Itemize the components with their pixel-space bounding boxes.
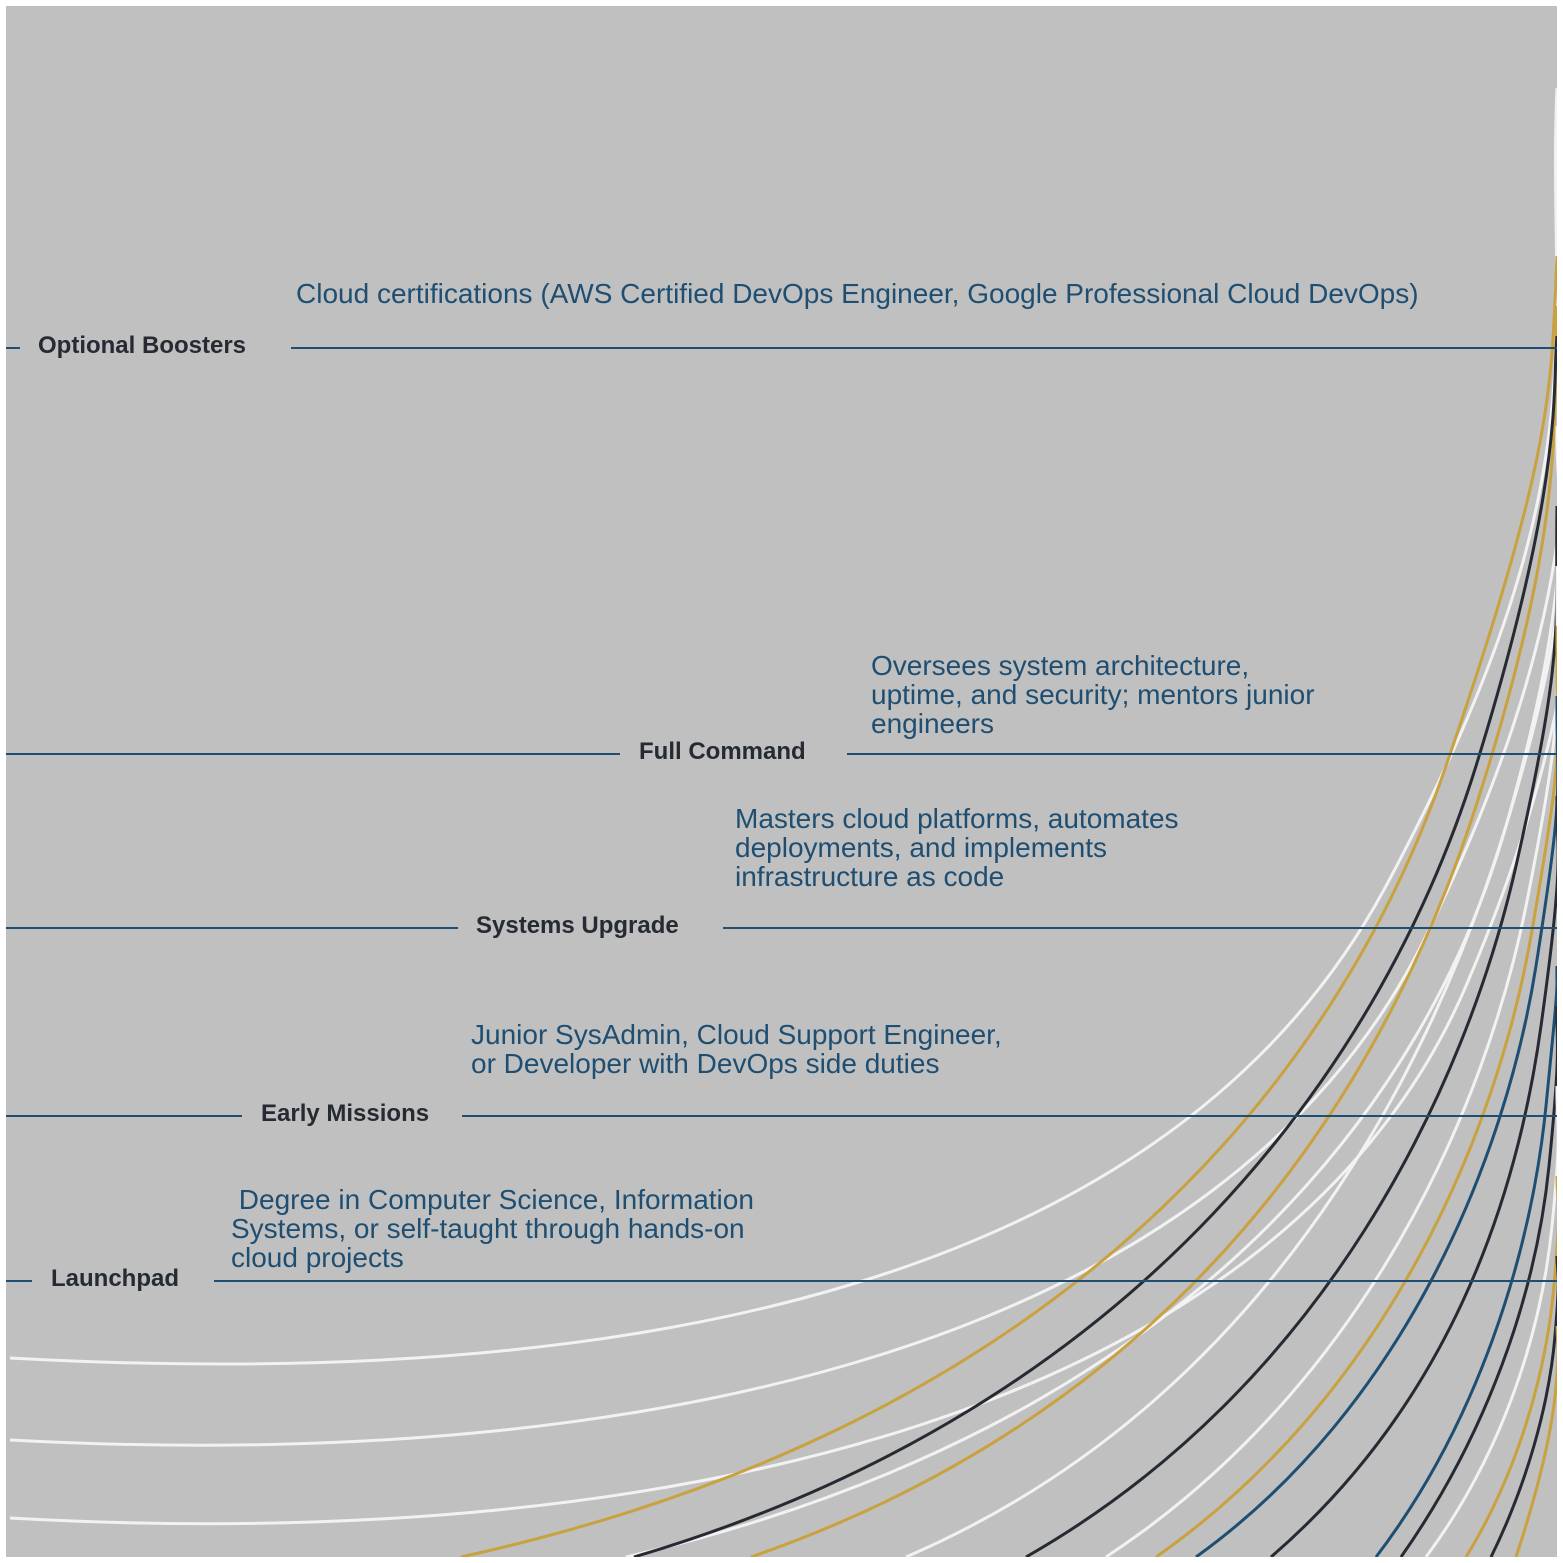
rule-left [6,927,458,929]
curve-blue-1 [1195,695,1557,1557]
curve-gold-4 [1464,1176,1557,1557]
curve-gold-3 [1155,625,1557,1557]
rule-left [6,347,20,349]
curve-white-4 [625,245,1557,1557]
milestone-description: Degree in Computer Science, Information … [231,1184,762,1273]
rule-left [6,753,620,755]
rule-right [462,1115,1557,1117]
milestone-title: Systems Upgrade [476,912,679,939]
curve-gold-1 [460,255,1557,1557]
curve-navy-3 [1270,795,1557,1557]
milestone-description: Cloud certifications (AWS Certified DevO… [296,278,1419,309]
milestone-title: Early Missions [261,1100,430,1127]
rule-right [847,753,1557,755]
milestone-title: Full Command [639,738,806,765]
milestone-title: Launchpad [51,1265,180,1292]
curve-navy-1 [633,335,1557,1557]
milestone-description: Junior SysAdmin, Cloud Support Engineer,… [471,1019,1002,1079]
curve-white-6 [1105,565,1557,1557]
curve-blue-2 [1374,965,1557,1557]
rule-right [214,1280,1557,1282]
roadmap-canvas: Optional Boosters Cloud certifications (… [6,6,1557,1557]
curve-navy-5 [1489,1256,1557,1557]
rule-right [291,347,1557,349]
rule-left [6,1115,242,1117]
decorative-curves [9,87,1557,1557]
curve-white-3 [9,195,1557,1526]
curve-white-2 [9,145,1557,1447]
milestone-description: Masters cloud platforms, automates deplo… [735,803,1179,892]
curve-white-5 [905,425,1557,1557]
milestone-description: Oversees system architecture, uptime, an… [871,650,1315,739]
curve-gold-5 [1514,1326,1557,1557]
rule-left [6,1280,32,1282]
rule-right [723,927,1557,929]
curve-navy-4 [1399,1005,1557,1557]
milestone-title: Optional Boosters [38,332,247,359]
curve-white-7 [1424,1085,1557,1557]
curve-gold-2 [750,305,1557,1557]
